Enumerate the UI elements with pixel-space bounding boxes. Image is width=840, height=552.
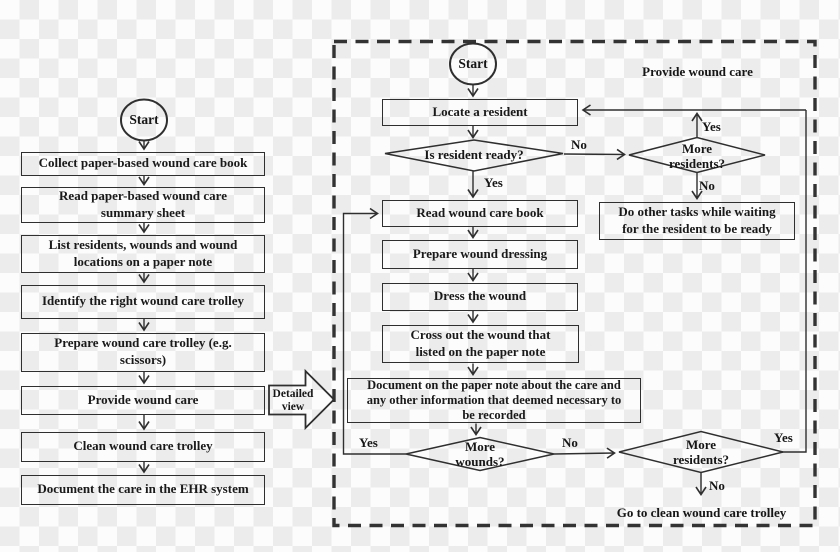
detailed-view-arrow-shape (268, 368, 336, 431)
decision-more-residents-top (628, 136, 766, 174)
edge-label-yes-ready: Yes (484, 175, 503, 190)
footer-go-to-clean-trolley: Go to clean wound care trolley (616, 504, 787, 520)
overview-start-oval (120, 98, 168, 142)
step-document-ehr: Document the care in the EHR system (21, 474, 265, 505)
decision-is-resident-ready (384, 139, 564, 172)
edge-morewounds-yes-loop (342, 207, 406, 455)
detail-step-prepare-wound-dressing: Prepare wound dressing (382, 240, 578, 269)
detail-start-label: Start (458, 55, 488, 71)
decision-label-more-residents-top: More residents? (668, 141, 726, 171)
step-provide-wound-care: Provide wound care (21, 385, 265, 415)
decision-label-more-residents-bottom: More residents? (672, 437, 730, 467)
step-identify-trolley: Identify the right wound care trolley (21, 284, 265, 319)
step-clean-trolley: Clean wound care trolley (21, 431, 265, 462)
connectors (138, 85, 807, 496)
edge-label-yes-wounds: Yes (359, 435, 378, 450)
step-collect-wound-care-book: Collect paper-based wound care book (21, 151, 265, 176)
detail-step-read-wound-care-book: Read wound care book (382, 199, 578, 227)
detail-step-locate-resident: Locate a resident (382, 98, 578, 126)
edge-label-no-residents-top: No (699, 178, 715, 193)
detail-step-cross-out-wound: Cross out the wound that listed on the p… (382, 324, 579, 363)
step-list-residents: List residents, wounds and wound locatio… (21, 234, 265, 273)
detail-panel-title: Provide wound care (642, 63, 753, 79)
detail-frame-dashed-border (332, 39, 817, 528)
step-prepare-trolley: Prepare wound care trolley (e.g. scissor… (21, 332, 265, 372)
edge-bottom-residents-yes-riser (782, 110, 807, 453)
detail-step-do-other-tasks: Do other tasks while waiting for the res… (599, 202, 795, 240)
decision-label-is-resident-ready: Is resident ready? (424, 146, 524, 162)
edge-morewounds-no-moreresidents (553, 447, 616, 459)
edge-label-no-ready: No (571, 137, 587, 152)
edge-label-yes-residents-top: Yes (702, 119, 721, 134)
edge-label-no-wounds: No (562, 435, 578, 450)
edge-label-yes-residents-bottom: Yes (774, 430, 793, 445)
detail-step-document-paper-note: Document on the paper note about the car… (347, 377, 641, 423)
detailed-view-label: Detailed view (272, 387, 314, 413)
edge-label-no-residents-bottom: No (709, 478, 725, 493)
overview-start-label: Start (129, 111, 159, 127)
step-read-summary-sheet: Read paper-based wound care summary shee… (21, 187, 265, 223)
decision-label-more-wounds: More wounds? (455, 439, 505, 469)
edge-ready-no-moreresidents (563, 148, 626, 161)
detail-step-dress-the-wound: Dress the wound (382, 283, 578, 311)
detail-start-oval (449, 42, 497, 86)
